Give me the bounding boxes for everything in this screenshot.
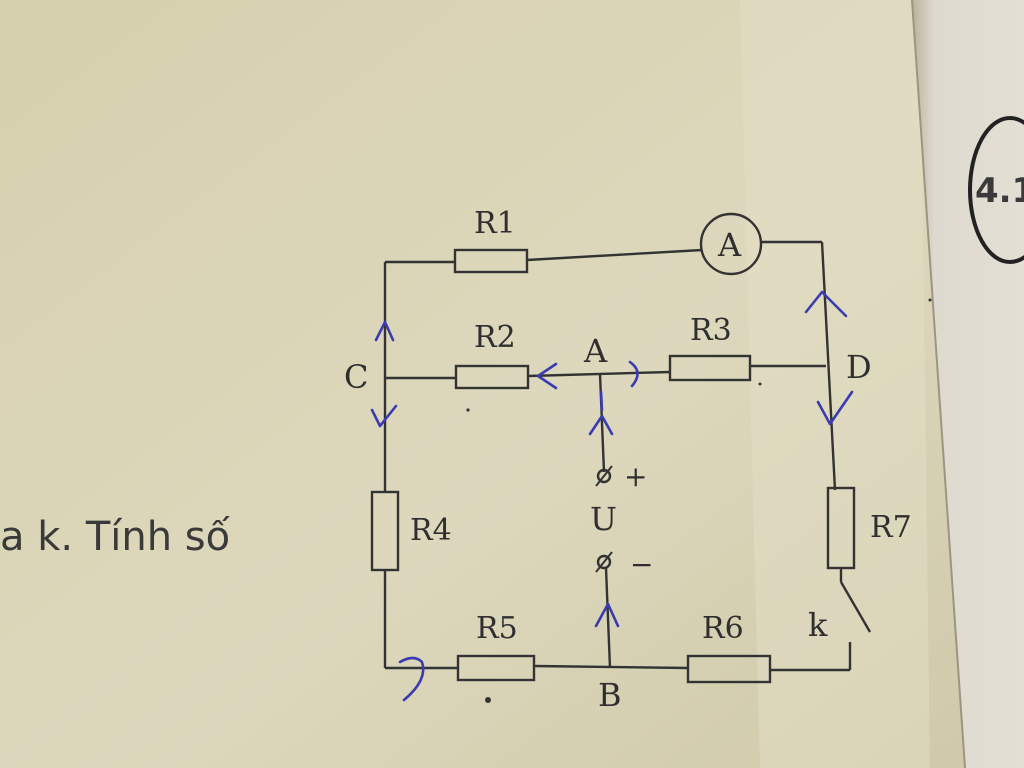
label-r2: R2	[474, 320, 516, 355]
pen-dot-3	[758, 382, 762, 386]
pen-arrow-r2-left	[536, 362, 558, 390]
label-r5: R5	[476, 611, 518, 646]
label-node-d: D	[846, 348, 872, 386]
terminal-minus-slash	[595, 551, 613, 573]
label-minus: −	[630, 548, 653, 581]
terminal-minus	[596, 554, 612, 570]
wire-source-to-b	[604, 567, 612, 669]
resistor-r5	[456, 654, 536, 682]
label-r1: R1	[474, 206, 516, 241]
label-r6: R6	[702, 611, 744, 646]
wire-a-to-source	[598, 373, 606, 473]
pen-dot-1	[466, 408, 470, 412]
terminal-plus-slash	[595, 465, 613, 487]
pen-arrow-left-up	[374, 320, 395, 342]
resistor-r3	[668, 354, 752, 382]
pen-arrow-source-up-bottom	[594, 602, 620, 628]
switch-k	[839, 581, 872, 633]
pen-arrow-bottom-left	[398, 656, 425, 702]
label-ammeter: A	[717, 226, 742, 264]
pen-stroke-a-vertical	[599, 390, 604, 412]
label-r4: R4	[410, 513, 452, 548]
pen-arrow-left-down	[370, 404, 398, 428]
ammeter	[699, 212, 763, 276]
label-plus: +	[624, 460, 647, 493]
circuit-diagram	[370, 212, 872, 684]
label-node-c: C	[344, 358, 368, 396]
label-switch-k: k	[808, 606, 828, 644]
resistor-r1	[453, 248, 529, 274]
pen-arrow-right-down	[816, 390, 854, 426]
resistor-r2	[454, 364, 530, 390]
wire-right-upper	[820, 241, 837, 491]
section-badge-text: 4.1	[975, 171, 1024, 211]
label-r3: R3	[690, 313, 732, 348]
next-page	[912, 0, 1024, 768]
pen-dot-4	[928, 298, 932, 302]
label-r7: R7	[870, 510, 912, 545]
section-badge-circle	[968, 116, 1024, 264]
page-highlight	[740, 0, 930, 768]
wire-mid-center	[527, 370, 671, 378]
terminal-plus	[596, 468, 612, 484]
pen-arrow-source-up-top	[588, 414, 614, 436]
label-source-u: U	[590, 500, 617, 538]
page-edge	[911, 0, 966, 768]
side-text: a k. Tính số	[0, 514, 231, 560]
wire-top-mid	[526, 248, 703, 262]
pen-arrow-right-up	[804, 290, 848, 318]
label-node-b: B	[598, 676, 622, 714]
label-node-a: A	[583, 332, 608, 370]
wire-bottom-mid	[533, 664, 689, 670]
pen-arrow-a-right	[628, 360, 639, 388]
pen-dot-2	[485, 697, 491, 703]
